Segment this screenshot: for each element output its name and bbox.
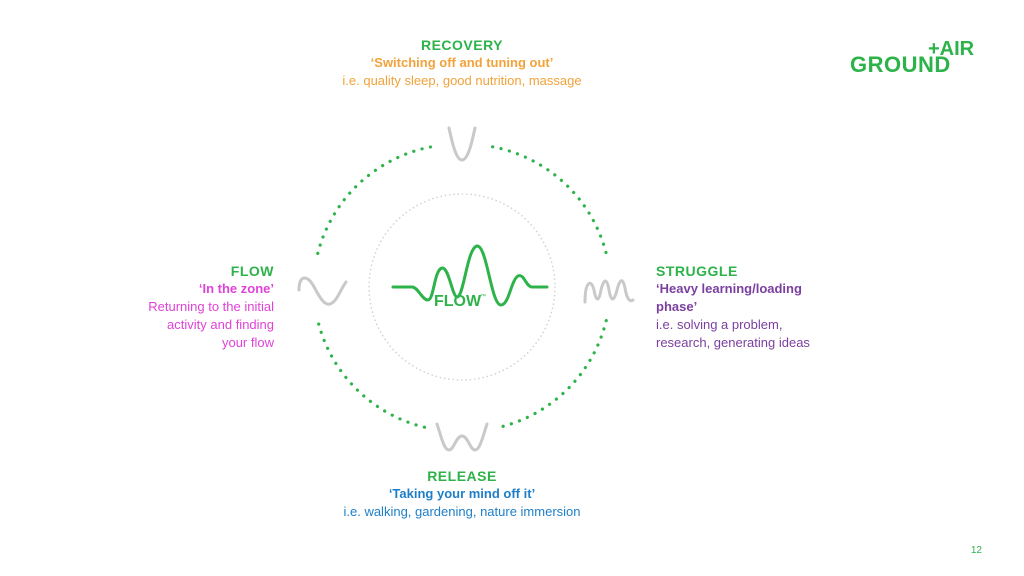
- release-heading: RELEASE: [427, 468, 497, 484]
- s-wave-icon: [297, 276, 348, 306]
- page-number: 12: [970, 545, 982, 556]
- recovery-block: RECOVERY ‘Switching off and tuning out’ …: [312, 36, 612, 90]
- logo-main-text: GROUND: [850, 52, 951, 77]
- inner-dotted-circle: [368, 193, 556, 381]
- flow-heading: FLOW: [230, 263, 274, 279]
- struggle-subtitle-line1: ‘Heavy learning/loading: [656, 281, 802, 296]
- release-block: RELEASE ‘Taking your mind off it’ i.e. w…: [312, 467, 612, 521]
- cycle-arc-flow-recovery: [316, 145, 433, 255]
- cycle-arc-release-flow: [316, 319, 426, 429]
- struggle-subtitle-line2: phase’: [656, 299, 698, 314]
- flow-description-line2: activity and finding: [167, 317, 274, 332]
- struggle-block: STRUGGLE ‘Heavy learning/loading phase’ …: [656, 262, 856, 352]
- ground-air-logo: GROUND +AIR: [850, 38, 990, 78]
- struggle-heading: STRUGGLE: [656, 263, 738, 279]
- struggle-description-line2: research, generating ideas: [656, 335, 810, 350]
- center-flow-label: FLOW: [434, 293, 482, 310]
- flow-description-line3: your flow: [221, 335, 274, 350]
- release-subtitle: ‘Taking your mind off it’: [388, 486, 536, 501]
- cycle-arc-struggle-release: [498, 319, 608, 429]
- recovery-description: i.e. quality sleep, good nutrition, mass…: [342, 73, 582, 88]
- rapid-wave-icon: [583, 279, 635, 304]
- release-description: i.e. walking, gardening, nature immersio…: [343, 504, 581, 519]
- logo-superscript-text: +AIR: [928, 38, 975, 60]
- flow-wave-icon: [391, 244, 549, 307]
- cycle-arc-recovery-struggle: [491, 145, 608, 255]
- center-trademark: ™: [480, 293, 486, 300]
- recovery-heading: RECOVERY: [420, 37, 504, 53]
- recovery-subtitle: ‘Switching off and tuning out’: [370, 55, 554, 70]
- flow-subtitle: ‘In the zone’: [198, 281, 274, 296]
- flow-block: FLOW ‘In the zone’ Returning to the init…: [104, 262, 274, 352]
- flow-description-line1: Returning to the initial: [148, 299, 274, 314]
- v-wave-icon: [447, 126, 477, 162]
- struggle-description-line1: i.e. solving a problem,: [656, 317, 783, 332]
- w-wave-icon: [435, 422, 489, 452]
